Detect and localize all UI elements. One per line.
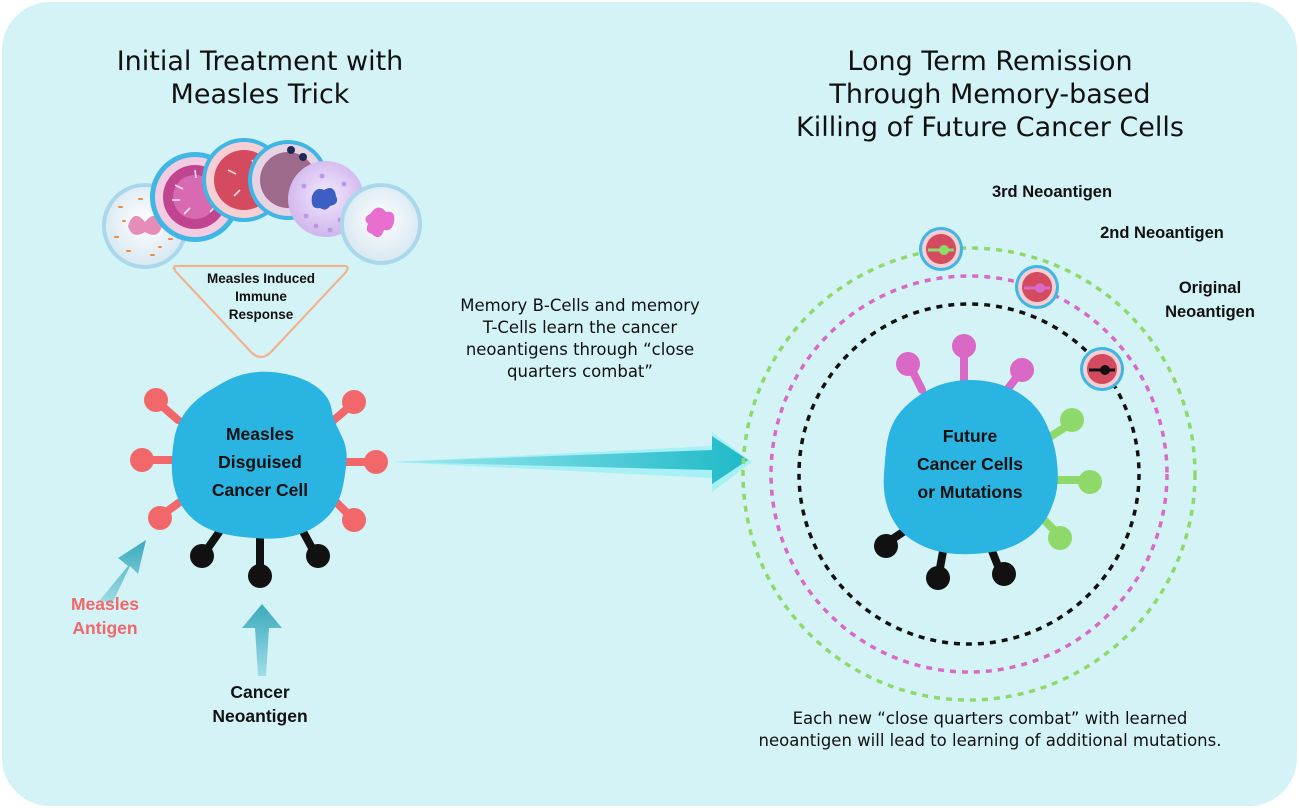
measles-antigen-pointer-icon bbox=[100, 540, 146, 604]
memory-cell-icon-green bbox=[919, 227, 963, 271]
measles-antigen-label: Measles Antigen bbox=[45, 592, 165, 640]
right-footer-line1: Each new “close quarters combat” with le… bbox=[792, 709, 1188, 728]
middle-description: Memory B-Cells and memory T-Cells learn … bbox=[420, 295, 740, 383]
right-title-line3: Killing of Future Cancer Cells bbox=[796, 112, 1184, 143]
ring-1-label-line2: Neoantigen bbox=[1165, 303, 1255, 321]
right-arrow-icon bbox=[392, 432, 752, 492]
middle-line3: neoantigens through “close bbox=[465, 340, 695, 359]
cancer-neoantigen-pointer-icon bbox=[242, 604, 282, 676]
ring-2nd-neoantigen bbox=[769, 274, 1169, 674]
ring-3-label: 3rd Neoantigen bbox=[991, 183, 1113, 201]
left-title-line1: Initial Treatment with bbox=[116, 46, 404, 77]
right-title-line1: Long Term Remission bbox=[847, 46, 1133, 77]
right-cell-label-line3: or Mutations bbox=[917, 482, 1023, 502]
right-title-line2: Through Memory-based bbox=[829, 79, 1151, 110]
immune-label-line3: Response bbox=[228, 307, 294, 322]
middle-line1: Memory B-Cells and memory bbox=[460, 296, 700, 315]
future-cancer-cell bbox=[874, 334, 1102, 590]
left-cell-label-line2: Disguised bbox=[218, 452, 302, 472]
ring-1-label-line1: Original bbox=[1178, 279, 1242, 297]
memory-cell-icon-black bbox=[1080, 347, 1124, 391]
measles-antigen-line2: Antigen bbox=[72, 618, 138, 638]
cancer-neoantigen-line2: Neoantigen bbox=[212, 706, 308, 726]
ring-3rd-neoantigen bbox=[741, 246, 1197, 702]
left-cell-label-line1: Measles bbox=[225, 424, 295, 444]
right-cell-label-line1: Future bbox=[942, 426, 998, 446]
ring-2-label: 2nd Neoantigen bbox=[1100, 224, 1224, 242]
immune-label-line2: Immune bbox=[235, 289, 287, 304]
memory-cell-icon-pink bbox=[1015, 265, 1059, 309]
cancer-neoantigen-label: Cancer Neoantigen bbox=[185, 680, 335, 728]
right-footer: Each new “close quarters combat” with le… bbox=[720, 708, 1260, 752]
middle-line2: T-Cells learn the cancer bbox=[482, 318, 678, 337]
measles-disguised-cancer-cell bbox=[130, 371, 388, 588]
right-cell-label-line2: Cancer Cells bbox=[916, 454, 1024, 474]
left-cell-label-line3: Cancer Cell bbox=[211, 480, 309, 500]
immune-label-line1: Measles Induced bbox=[206, 271, 316, 286]
middle-line4: quarters combat” bbox=[507, 362, 653, 381]
immune-response-label: Measles Induced Immune Response bbox=[176, 270, 346, 324]
left-title: Initial Treatment with Measles Trick bbox=[60, 45, 460, 111]
right-title: Long Term Remission Through Memory-based… bbox=[770, 45, 1210, 144]
right-footer-line2: neoantigen will lead to learning of addi… bbox=[758, 731, 1222, 750]
right-cell-label: Future Cancer Cells or Mutations bbox=[880, 422, 1060, 506]
left-title-line2: Measles Trick bbox=[170, 79, 350, 110]
cancer-neoantigen-line1: Cancer bbox=[230, 682, 290, 702]
left-cell-label: Measles Disguised Cancer Cell bbox=[180, 420, 340, 504]
immune-cell-cluster-icon bbox=[102, 138, 422, 269]
measles-antigen-line1: Measles bbox=[70, 594, 140, 614]
ring-1-label: Original Neoantigen bbox=[1140, 276, 1280, 324]
immune-response-triangle bbox=[172, 264, 349, 359]
ring-original-neoantigen bbox=[797, 302, 1141, 646]
